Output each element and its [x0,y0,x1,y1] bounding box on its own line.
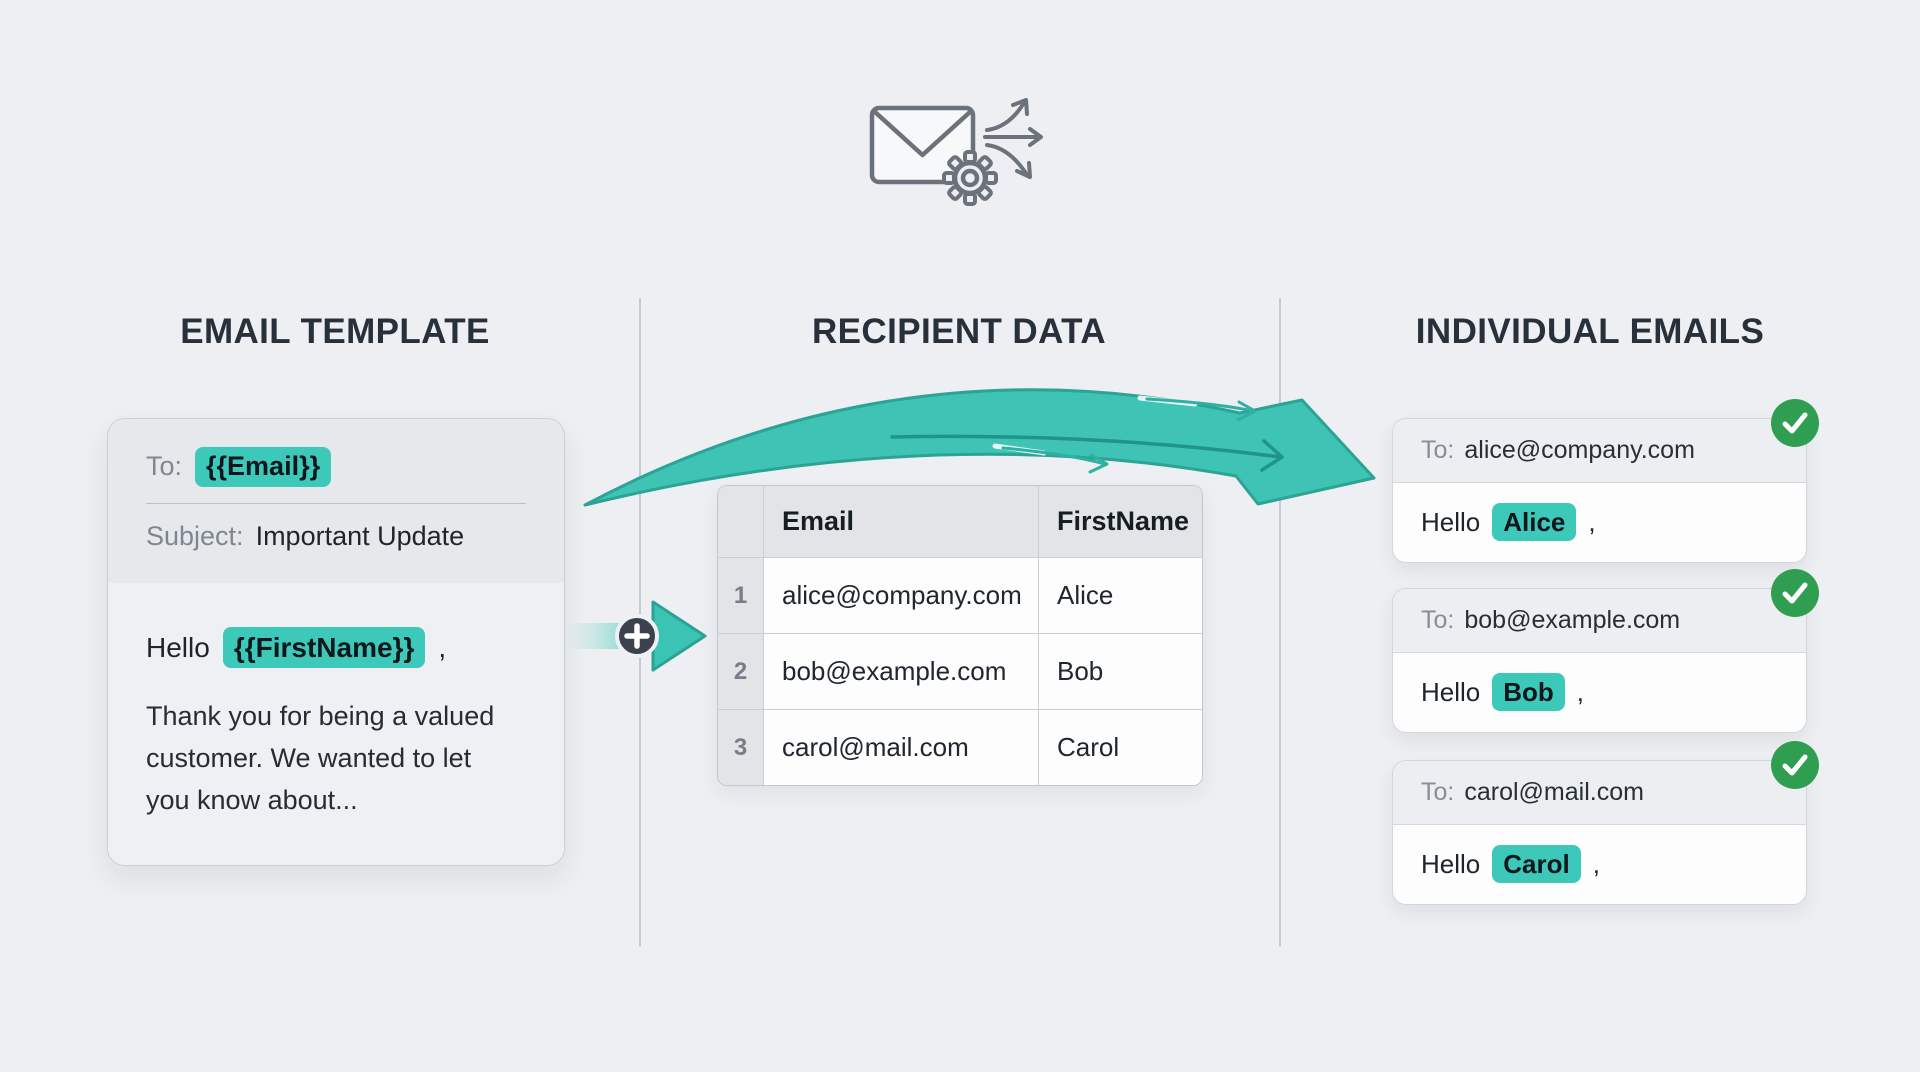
firstname-variable-chip: {{FirstName}} [222,627,426,668]
greeting-prefix: Hello [1421,676,1481,707]
email-template-card: To: {{Email}} Subject: Important Update … [107,418,565,866]
template-card-body: Hello {{FirstName}} , Thank you for bein… [108,583,564,865]
to-label: To: [1421,606,1455,634]
subject-label: Subject: [146,521,244,552]
table-header-email: Email [764,486,1039,558]
greeting-prefix: Hello [146,631,210,663]
header-divider [146,502,526,505]
section-divider [1279,298,1281,946]
table-cell-firstname: Carol [1039,710,1202,785]
checkmark-icon [1782,582,1808,604]
row-number: 1 [718,558,764,634]
name-chip: Carol [1492,844,1581,884]
merge-plus-icon [567,600,707,672]
to-label: To: [1421,778,1455,806]
inner-arrow-icon [890,434,1284,472]
table-header-firstname: FirstName [1039,486,1202,558]
to-label: To: [1421,436,1455,464]
sent-check-badge [1771,399,1819,447]
row-number: 2 [718,634,764,710]
checkmark-icon [1782,412,1808,434]
table-cell-email: carol@mail.com [764,710,1039,785]
checkmark-icon [1782,754,1808,776]
individual-email-card: To: alice@company.com Hello Alice , [1392,399,1819,563]
recipient-table: Email FirstName 1 alice@company.com Alic… [717,485,1203,786]
greeting-prefix: Hello [1421,506,1481,537]
template-card-header: To: {{Email}} Subject: Important Update [108,419,564,583]
email-card-body: Hello Alice , [1393,483,1806,561]
subject-value: Important Update [255,521,465,552]
table-cell-firstname: Alice [1039,558,1202,634]
accent-arrow-icon [1137,395,1257,422]
greeting-suffix: , [1592,848,1600,879]
fan-arrows-icon [983,98,1043,179]
email-card-body: Hello Carol , [1393,825,1806,903]
plus-glyph [624,623,650,649]
recipient-section-heading: RECIPIENT DATA [811,312,1107,351]
mail-merge-icon [869,98,1043,206]
greeting-suffix: , [1588,506,1596,537]
email-card-body: Hello Bob , [1393,653,1806,731]
table-corner-cell [718,486,764,558]
template-section-heading: EMAIL TEMPLATE [180,312,490,351]
template-body-text: Thank you for being a valued customer. W… [146,701,495,815]
individual-email-card: To: carol@mail.com Hello Carol , [1392,741,1819,905]
name-chip: Bob [1492,672,1565,712]
email-variable-chip: {{Email}} [195,447,332,487]
table-cell-email: alice@company.com [764,558,1039,634]
greeting-suffix: , [1576,676,1585,707]
recipient-address: alice@company.com [1464,436,1695,464]
greeting-suffix: , [438,631,447,663]
table-cell-email: bob@example.com [764,634,1039,710]
accent-arrow-icon [992,443,1109,474]
merge-arrowhead-icon [651,600,707,672]
email-card-header: To: carol@mail.com [1393,761,1806,825]
email-card-header: To: bob@example.com [1393,589,1806,653]
greeting-prefix: Hello [1421,848,1481,879]
name-chip: Alice [1492,502,1577,542]
to-label: To: [146,451,183,482]
sent-check-badge [1771,741,1819,789]
output-section-heading: INDIVIDUAL EMAILS [1415,312,1765,351]
gear-icon [942,150,998,206]
row-number: 3 [718,710,764,785]
individual-email-card: To: bob@example.com Hello Bob , [1392,569,1819,733]
recipient-address: carol@mail.com [1464,778,1644,806]
sent-check-badge [1771,569,1819,617]
table-cell-firstname: Bob [1039,634,1202,710]
recipient-address: bob@example.com [1464,606,1681,634]
email-card-header: To: alice@company.com [1393,419,1806,483]
